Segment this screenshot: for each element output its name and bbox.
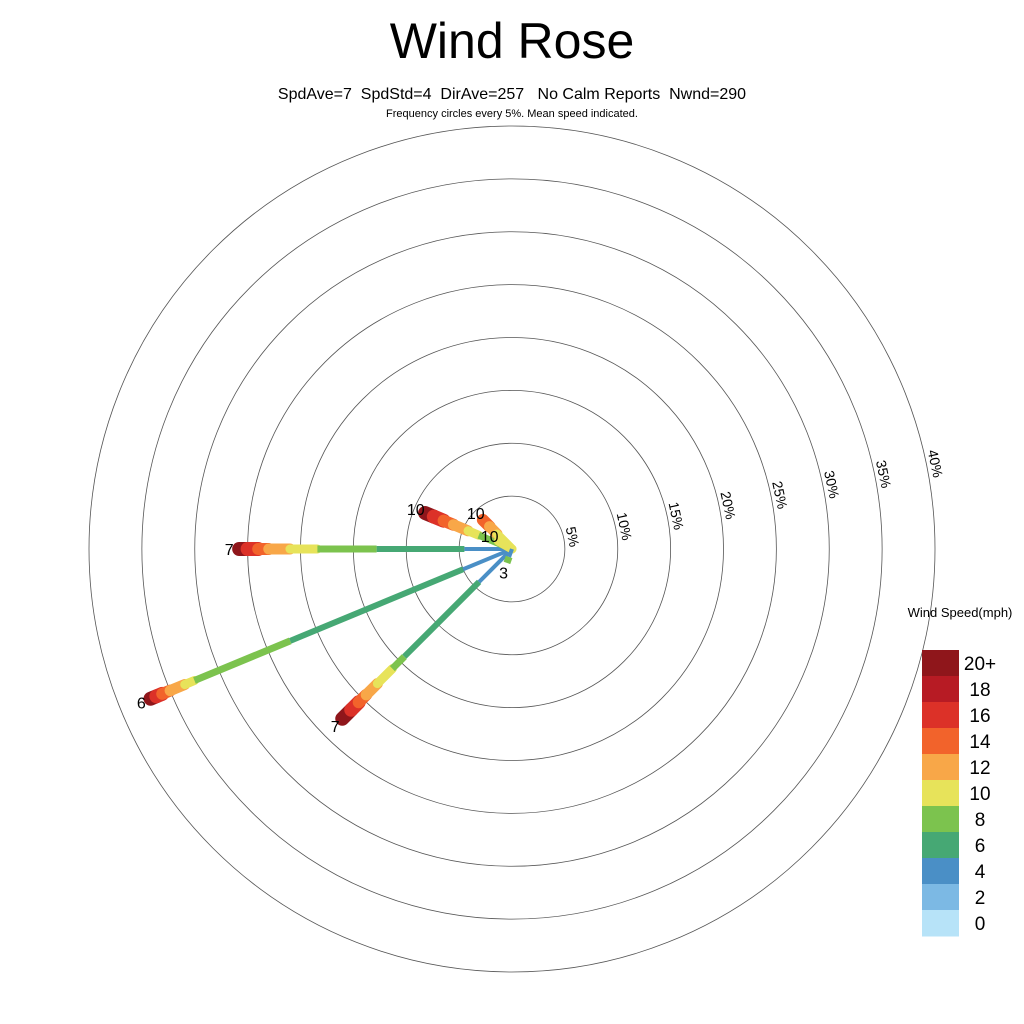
legend-title: Wind Speed(mph) [908,605,1013,620]
spoke-segment [402,579,482,659]
spoke-segment [389,654,407,672]
ring-label: 25% [769,480,790,511]
legend-swatch [922,806,959,833]
legend-swatch [922,650,959,677]
legend-swatch [922,676,959,703]
legend-label: 18 [969,680,990,701]
mean-speed-label: 10 [407,502,425,519]
spoke-segment [289,566,465,644]
legend-label: 4 [975,862,986,883]
ring-label: 5% [563,525,583,548]
legend-swatch [922,910,959,937]
legend-label: 12 [969,758,990,779]
legend-swatch [922,754,959,781]
chart-title: Wind Rose [389,13,635,69]
spoke-segment [193,637,292,684]
spoke-segment [180,676,199,690]
mean-speed-label: 7 [331,719,340,736]
legend-label: 6 [975,836,986,857]
ring-label: 10% [614,511,635,542]
legend-swatch [922,884,959,911]
legend-swatch [922,702,959,729]
legend-swatch [922,858,959,885]
ring-label: 35% [873,459,894,490]
mean-speed-label: 7 [225,542,234,559]
spoke-segment [503,555,513,565]
mean-speed-label: 10 [481,529,499,546]
mean-speed-label: 10 [467,506,485,523]
chart-subtitle: SpdAve=7 SpdStd=4 DirAve=257 No Calm Rep… [277,86,747,103]
legend-label: 10 [969,784,990,805]
chart-note: Frequency circles every 5%. Mean speed i… [386,108,638,120]
spoke-segment [507,548,514,558]
mean-speed-label: 6 [137,696,146,713]
spoke-segment [493,536,517,554]
ring-label: 20% [717,490,738,521]
legend-label: 14 [969,732,991,753]
legend-swatch [922,780,959,807]
spoke-segment [372,664,397,689]
ring-label: 30% [821,469,842,500]
ring-label: 15% [666,500,687,531]
frequency-ring [88,125,936,973]
spoke-segment [463,526,484,540]
legend-label: 16 [969,706,990,727]
legend-swatch [922,728,959,755]
legend-label: 8 [975,810,986,831]
frequency-ring [194,231,830,867]
ring-label: 40% [925,448,946,479]
legend-label: 0 [975,914,986,935]
spoke-segment [477,547,514,584]
mean-speed-label: 3 [499,565,508,582]
legend-label: 2 [975,888,986,909]
legend-swatch [922,832,959,859]
frequency-ring [141,178,883,920]
legend-label: 20+ [964,654,996,675]
spoke-segment [462,547,513,572]
